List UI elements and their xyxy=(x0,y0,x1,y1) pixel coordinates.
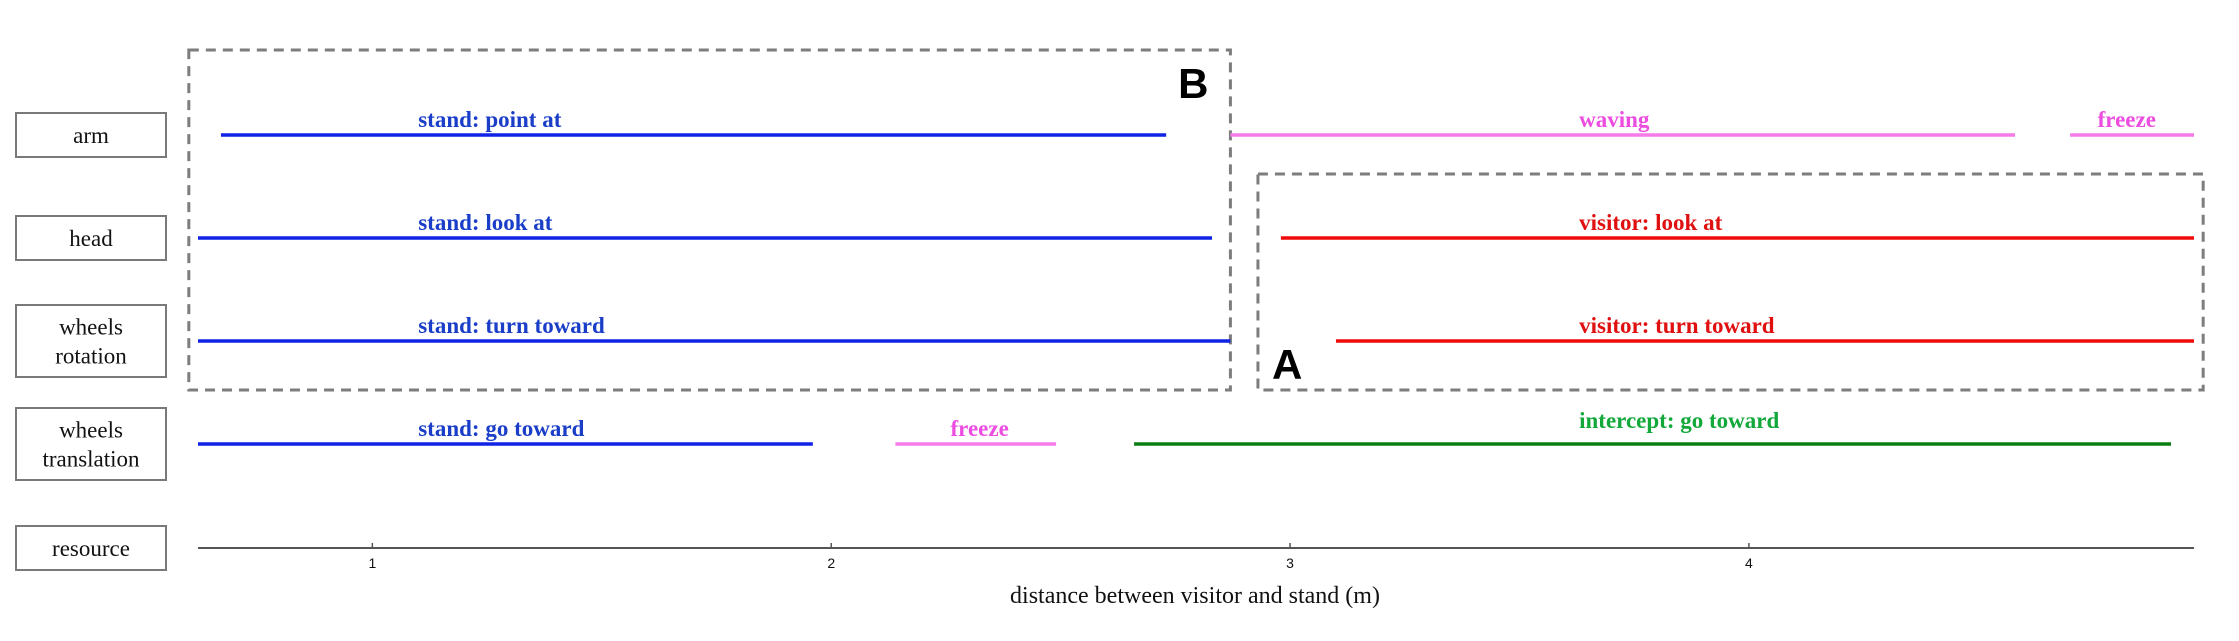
row-label-box xyxy=(15,407,167,481)
row-label-box xyxy=(15,304,167,378)
region-box xyxy=(187,48,1232,392)
segment-label: freeze xyxy=(2098,107,2156,132)
segment: waving xyxy=(1230,107,2016,137)
segment: stand: point at xyxy=(220,107,1167,137)
x-tick-label: 1 xyxy=(368,555,376,571)
segment-label: intercept: go toward xyxy=(1579,408,1779,433)
region-b: B xyxy=(187,48,1232,392)
row-label-text: wheels xyxy=(59,418,123,443)
row-label-arm: arm xyxy=(15,112,167,158)
row-label-wheels-rotation: wheels rotation xyxy=(15,304,167,378)
segment-label: stand: look at xyxy=(418,210,553,235)
x-tick-label: 2 xyxy=(827,555,835,571)
region-label: A xyxy=(1272,341,1302,388)
segment: freeze xyxy=(895,416,1057,446)
row-label-resource: resource xyxy=(15,525,167,571)
row-label-text: head xyxy=(69,226,113,251)
segment-label: freeze xyxy=(951,416,1009,441)
segment: stand: go toward xyxy=(198,416,813,446)
row-label-box xyxy=(15,112,167,158)
row-label-text: wheels xyxy=(59,315,123,340)
segment-label: stand: go toward xyxy=(418,416,584,441)
row-label-text: resource xyxy=(52,536,130,561)
row-label-text: translation xyxy=(42,447,140,472)
region-a: A xyxy=(1256,172,2205,392)
row-label-wheels-translation: wheels translation xyxy=(15,407,167,481)
x-tick-label: 4 xyxy=(1745,555,1753,571)
row-label-head: head xyxy=(15,215,167,261)
segment-label: visitor: look at xyxy=(1579,210,1722,235)
segment: visitor: turn toward xyxy=(1335,313,2194,343)
x-axis-title: distance between visitor and stand (m) xyxy=(1010,583,1380,609)
segment: intercept: go toward xyxy=(1134,408,2172,446)
x-tick-label: 3 xyxy=(1286,555,1294,571)
segment: freeze xyxy=(2070,107,2194,137)
behavior-segments: stand: point at waving freeze stand: look a… xyxy=(198,107,2194,446)
row-label-text: rotation xyxy=(55,344,127,369)
row-label-text: arm xyxy=(73,123,109,148)
segment-label: stand: turn toward xyxy=(418,313,605,338)
segment: stand: look at xyxy=(198,210,1213,240)
row-labels: arm head wheels rotation wheels translation re… xyxy=(15,112,167,571)
segment-label: stand: point at xyxy=(418,107,561,132)
highlight-regions: BA xyxy=(187,48,2205,392)
segment: visitor: look at xyxy=(1280,210,2194,240)
segment: stand: turn toward xyxy=(198,313,1231,343)
segment-label: visitor: turn toward xyxy=(1579,313,1775,338)
x-axis-ticks: 1 2 3 4 xyxy=(368,543,1753,571)
x-axis: 1 2 3 4 distance between visitor and stand … xyxy=(198,543,2194,609)
region-label: B xyxy=(1178,60,1208,107)
region-box xyxy=(1256,172,2205,392)
row-label-box xyxy=(15,525,167,571)
row-label-box xyxy=(15,215,167,261)
segment-label: waving xyxy=(1579,107,1650,132)
